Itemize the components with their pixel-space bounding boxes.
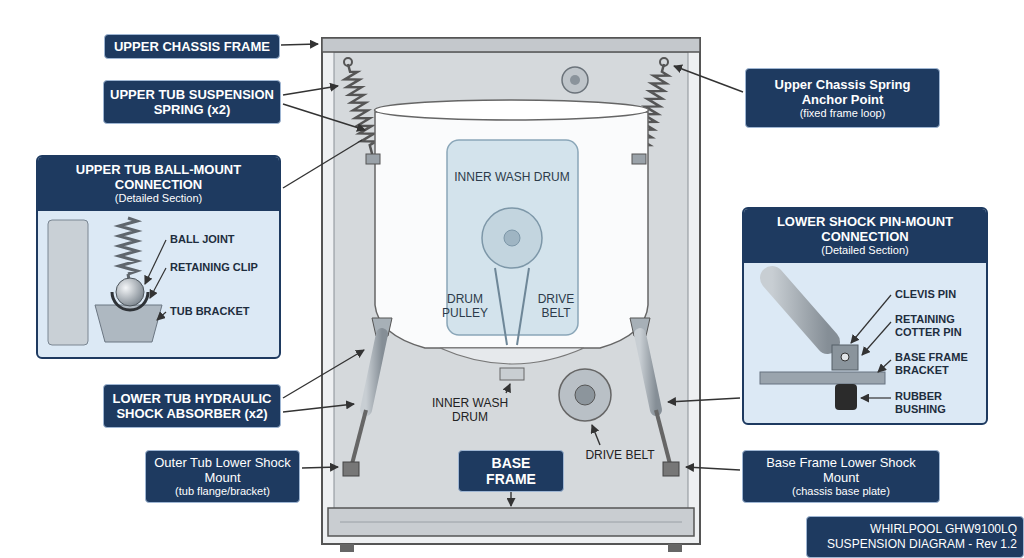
callout-subtext: (fixed frame loop) (752, 107, 933, 120)
panel-header: UPPER TUB BALL-MOUNT CONNECTION(Detailed… (38, 157, 279, 211)
leader-line (851, 295, 891, 398)
panel-header: LOWER SHOCK PIN-MOUNT CONNECTION(Detaile… (744, 209, 986, 263)
detail-panel: UPPER TUB BALL-MOUNT CONNECTION(Detailed… (36, 155, 281, 359)
part-label: BALL JOINT (170, 233, 276, 246)
part-label: DRIVE BELT (531, 292, 581, 320)
part-label: RUBBER BUSHING (895, 390, 983, 416)
part-label: RETAINING CLIP (170, 261, 276, 274)
ball-mount-detail (48, 218, 162, 345)
callout-text: LOWER TUB HYDRAULIC SHOCK ABSORBER (x2) (110, 391, 274, 421)
callout-subtext: (Detailed Section) (44, 192, 273, 205)
callout-box: BASE FRAME (458, 450, 564, 492)
detail-panel-ground (36, 155, 281, 359)
callout-subtext: (tub flange/bracket) (152, 485, 293, 498)
callout-text: LOWER SHOCK PIN-MOUNT CONNECTION (750, 214, 980, 244)
callout-subtext: (chassis base plate) (749, 485, 933, 498)
callout-box: UPPER TUB SUSPENSION SPRING (x2) (103, 80, 281, 124)
callout-text: Outer Tub Lower Shock Mount (152, 455, 293, 485)
part-label: TUB BRACKET (170, 305, 276, 318)
detail-panel-ground (742, 207, 988, 425)
callout-text: UPPER CHASSIS FRAME (111, 39, 273, 54)
callout-text: Base Frame Lower Shock Mount (749, 455, 933, 485)
part-label: DRIVE BELT (580, 448, 660, 462)
part-label: INNER WASH DRUM (428, 396, 512, 424)
title-block: WHIRLPOOL GHW9100LQ SUSPENSION DIAGRAM -… (806, 516, 1024, 558)
callout-subtext: (Detailed Section) (750, 244, 980, 257)
callout-box: Base Frame Lower Shock Mount(chassis bas… (742, 450, 940, 503)
callout-text: WHIRLPOOL GHW9100LQ SUSPENSION DIAGRAM -… (813, 522, 1017, 552)
callout-text: Upper Chassis Spring Anchor Point (752, 77, 933, 107)
callout-text: BASE FRAME (465, 455, 557, 487)
leader-arrow (281, 44, 743, 506)
callout-text: UPPER TUB SUSPENSION SPRING (x2) (110, 87, 274, 117)
callout-box: Upper Chassis Spring Anchor Point(fixed … (745, 68, 940, 128)
outer-tub (366, 100, 649, 380)
callout-box: Outer Tub Lower Shock Mount(tub flange/b… (145, 450, 300, 503)
leader-line (145, 240, 166, 320)
pin-mount-detail (760, 278, 885, 410)
callout-box: LOWER TUB HYDRAULIC SHOCK ABSORBER (x2) (103, 384, 281, 428)
part-label: INNER WASH DRUM (447, 170, 577, 184)
cabinet (322, 38, 700, 552)
part-label: BASE FRAME BRACKET (895, 351, 983, 377)
part-label: CLEVIS PIN (895, 288, 983, 301)
drive-motor (559, 369, 611, 421)
shock-absorber (343, 318, 392, 476)
part-label: RETAINING COTTER PIN (895, 313, 983, 339)
callout-box: UPPER CHASSIS FRAME (104, 34, 280, 59)
callout-text: UPPER TUB BALL-MOUNT CONNECTION (44, 162, 273, 192)
part-label: DRUM PULLEY (437, 292, 493, 320)
